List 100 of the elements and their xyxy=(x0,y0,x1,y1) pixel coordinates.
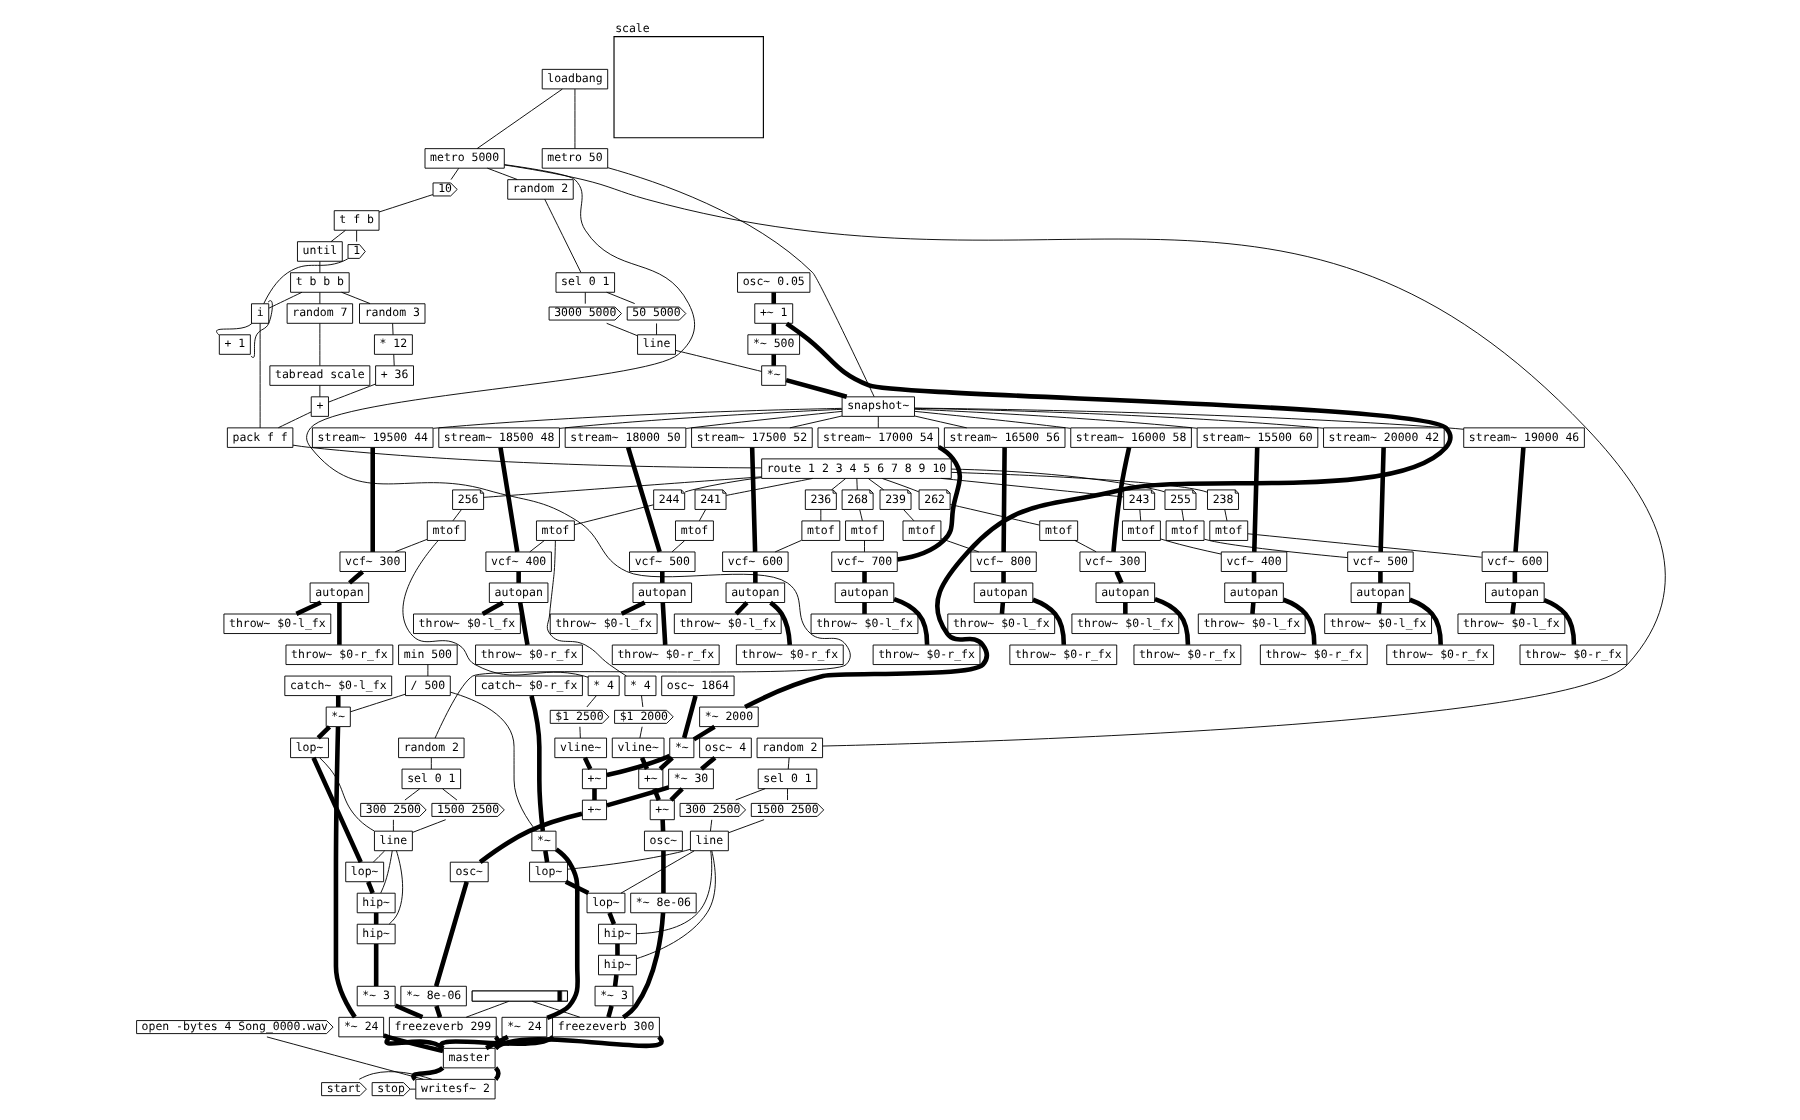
connector xyxy=(497,447,519,553)
connector xyxy=(1223,509,1227,522)
connector xyxy=(387,850,403,925)
connector xyxy=(1509,602,1516,615)
connector xyxy=(379,850,392,894)
connector xyxy=(708,819,712,832)
connector xyxy=(773,539,801,553)
connector xyxy=(733,601,748,616)
connector xyxy=(258,323,260,429)
connector xyxy=(786,788,787,801)
connector xyxy=(391,323,393,336)
connector xyxy=(530,1000,580,1018)
connector xyxy=(605,322,637,337)
connector xyxy=(332,726,356,1019)
connector xyxy=(591,788,596,801)
connector xyxy=(660,850,665,893)
connector xyxy=(369,447,375,552)
connector xyxy=(902,509,914,522)
connector xyxy=(683,477,761,493)
connector xyxy=(558,408,842,429)
connector xyxy=(528,540,544,553)
connector xyxy=(635,850,712,935)
connector xyxy=(485,167,517,180)
connector xyxy=(674,350,761,372)
connector xyxy=(528,695,545,832)
connector xyxy=(429,757,431,770)
connector xyxy=(866,478,884,491)
connector xyxy=(939,477,1123,498)
connector xyxy=(432,881,468,987)
connector xyxy=(372,943,378,987)
connector xyxy=(393,1003,423,1020)
connector xyxy=(638,756,649,770)
connector xyxy=(310,756,362,864)
connector xyxy=(949,468,1165,493)
connector xyxy=(1249,602,1255,615)
connector xyxy=(830,478,846,491)
connector xyxy=(1122,602,1127,614)
connector xyxy=(684,410,842,429)
connector xyxy=(855,478,857,491)
connector xyxy=(1203,538,1347,559)
connector xyxy=(1153,596,1190,645)
connector xyxy=(1512,447,1525,553)
connector xyxy=(401,540,588,678)
connector xyxy=(948,504,1039,526)
connector xyxy=(515,571,520,583)
connector xyxy=(657,756,673,771)
connector xyxy=(605,753,670,778)
connector xyxy=(1408,597,1442,645)
connector xyxy=(1246,533,1482,558)
connector xyxy=(340,291,370,305)
connector xyxy=(1073,540,1096,553)
connector xyxy=(913,407,1323,429)
connector xyxy=(336,602,341,645)
connector xyxy=(670,540,685,553)
connector xyxy=(624,446,661,553)
connector xyxy=(659,819,665,832)
connector xyxy=(863,540,864,553)
connector xyxy=(318,385,320,398)
connector xyxy=(578,726,580,739)
connector xyxy=(327,383,375,403)
connector xyxy=(619,850,694,894)
connector xyxy=(819,509,821,522)
connector xyxy=(377,194,433,213)
connector xyxy=(480,600,503,616)
connector xyxy=(477,811,582,865)
connector xyxy=(492,1066,500,1081)
connector xyxy=(913,408,1197,429)
connector xyxy=(1377,571,1382,583)
connector xyxy=(334,695,340,707)
connector xyxy=(451,509,461,522)
connector xyxy=(913,410,1070,429)
connector xyxy=(1542,597,1576,645)
connector xyxy=(318,292,320,305)
connector xyxy=(896,445,962,562)
connector xyxy=(606,167,874,398)
connector xyxy=(699,756,716,771)
connector xyxy=(1375,602,1381,615)
connector xyxy=(357,1071,432,1080)
node-box xyxy=(612,36,763,139)
connector xyxy=(1031,597,1066,645)
connector xyxy=(1281,597,1316,645)
connector xyxy=(573,504,653,526)
connector xyxy=(998,602,1005,615)
connector xyxy=(1250,447,1259,552)
connector xyxy=(502,164,1665,747)
connector xyxy=(605,291,635,305)
connector xyxy=(566,848,690,870)
connector xyxy=(950,471,1207,493)
connector xyxy=(563,879,589,896)
connector xyxy=(318,757,374,832)
connector xyxy=(355,229,357,243)
connector xyxy=(861,602,866,614)
connector xyxy=(768,600,792,645)
connector xyxy=(876,416,878,429)
connector xyxy=(262,258,348,305)
connector xyxy=(770,292,776,304)
connector xyxy=(371,850,385,863)
connector xyxy=(734,788,765,801)
connector xyxy=(276,411,311,429)
connector xyxy=(1377,447,1385,552)
